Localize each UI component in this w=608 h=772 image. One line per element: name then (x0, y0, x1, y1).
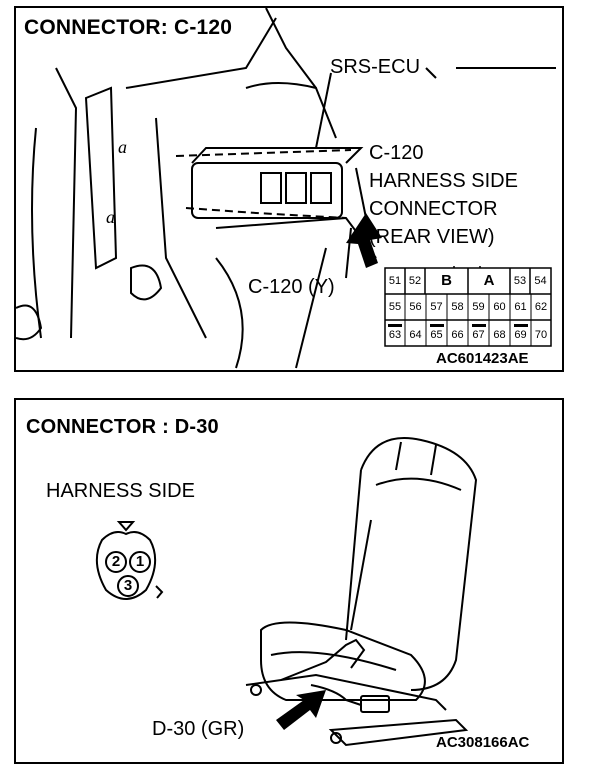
svg-text:a: a (106, 207, 115, 227)
pin-61: 61 (514, 301, 527, 313)
connector-label-line-4: (REAR VIEW) (369, 226, 495, 248)
connector-label-line-1: C-120 (369, 142, 424, 164)
harness-side-label: HARNESS SIDE (46, 480, 195, 502)
pin-67: 67 (472, 329, 485, 341)
pin-70: 70 (534, 329, 548, 341)
pin-grid-lines (384, 266, 552, 347)
figure-code: AC308166AC (436, 734, 530, 751)
pin-58: 58 (451, 301, 464, 313)
svg-text:a: a (118, 137, 127, 157)
connector-d30-panel: CONNECTOR : D-30 HARNESS SIDE 2 1 3 D-30… (14, 398, 564, 764)
pin-55: 55 (388, 301, 402, 313)
figure-code: AC601423AE (436, 350, 529, 367)
pin-66: 66 (451, 329, 464, 341)
pin-53: 53 (513, 275, 527, 287)
srs-ecu-label: SRS-ECU (330, 56, 421, 78)
pin-65: 65 (430, 329, 443, 341)
pin-69: 69 (514, 329, 527, 341)
pin-51: 51 (388, 275, 402, 287)
pin-b: B (441, 272, 452, 289)
connector-callout: C-120 (Y) (248, 276, 335, 298)
pin-grid: 51 52 B A 53 54 55 56 57 58 59 60 61 62 … (384, 266, 554, 350)
pin-63: 63 (388, 329, 402, 341)
pin-59: 59 (472, 301, 485, 313)
pin-2: 2 (111, 553, 121, 570)
pin-1: 1 (135, 553, 145, 570)
pin-54: 54 (534, 275, 547, 287)
panel-title: CONNECTOR: C-120 (24, 16, 233, 39)
connector-label-line-2: HARNESS SIDE (369, 170, 518, 192)
pin-56: 56 (409, 301, 422, 313)
pin-57: 57 (430, 301, 443, 313)
pin-3: 3 (123, 577, 133, 594)
pin-a: A (483, 272, 495, 289)
pin-60: 60 (493, 301, 506, 313)
connector-c120-panel: a a CONNECTOR: C-120 SRS-ECU C-120 HARNE… (14, 6, 564, 372)
connector-callout: D-30 (GR) (152, 718, 245, 740)
panel-title: CONNECTOR : D-30 (26, 416, 219, 438)
vehicle-interior-drawing: a a (16, 8, 556, 369)
connector-label-line-3: CONNECTOR (369, 198, 498, 220)
pin-64: 64 (409, 329, 422, 341)
pin-68: 68 (493, 329, 506, 341)
seat-drawing (95, 437, 478, 747)
pin-52: 52 (408, 275, 422, 287)
pin-62: 62 (534, 301, 548, 313)
